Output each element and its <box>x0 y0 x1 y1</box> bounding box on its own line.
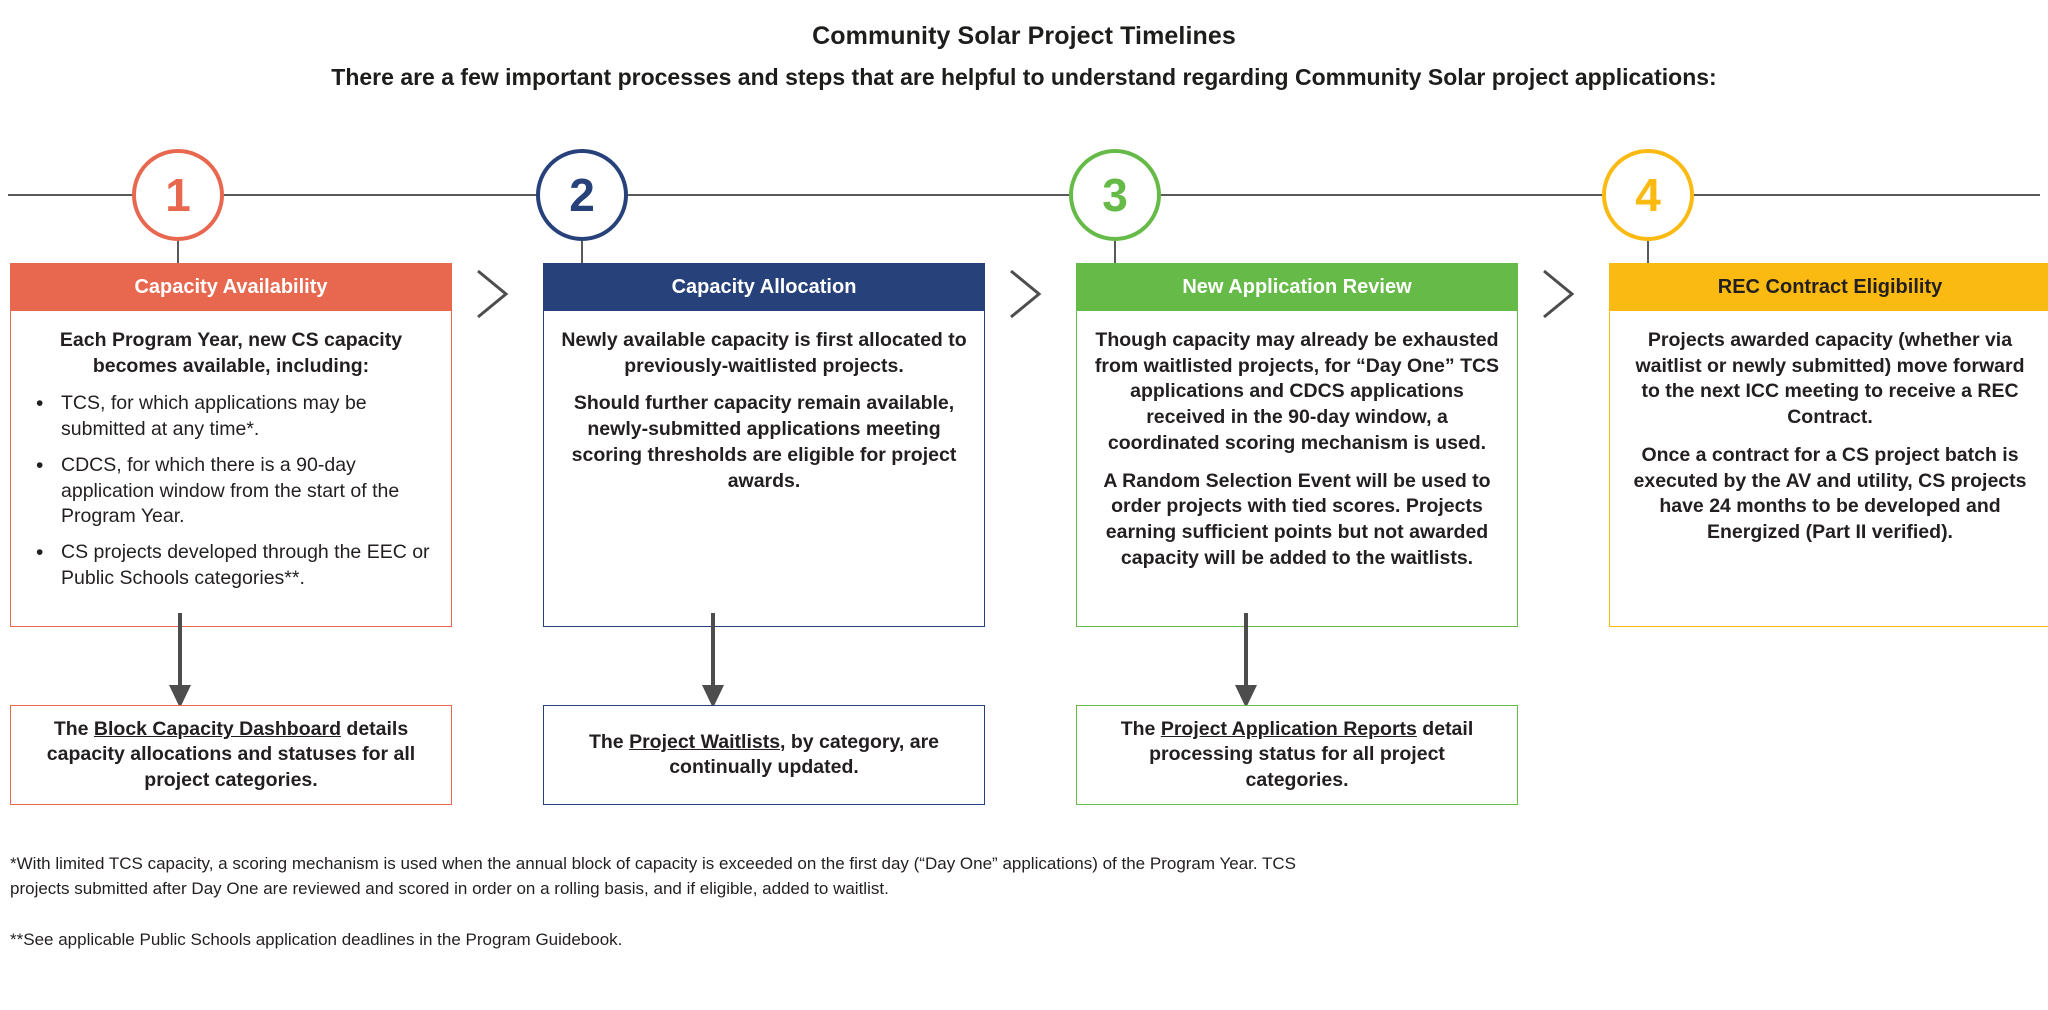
step-lead-1: Each Program Year, new CS capacity becom… <box>59 329 403 377</box>
timeline-node-1: 1 <box>132 149 224 241</box>
step-paragraph: Though capacity may already be exhausted… <box>1094 329 1500 454</box>
node-stem-2 <box>581 241 583 268</box>
step-card-header-3: New Application Review <box>1076 263 1518 311</box>
outcome-link-2[interactable]: Project Waitlists <box>629 730 781 753</box>
chevron-right-icon-1 <box>472 268 514 320</box>
node-number-3: 3 <box>1102 169 1128 221</box>
node-stem-3 <box>1114 241 1116 268</box>
timeline-node-2: 2 <box>536 149 628 241</box>
outcome-prefix-2: The <box>588 730 630 753</box>
node-number-2: 2 <box>569 169 595 221</box>
node-stem-4 <box>1647 241 1649 268</box>
flow-arrow-3 <box>1233 613 1259 709</box>
step-card-header-4: REC Contract Eligibility <box>1609 263 2048 311</box>
outcome-prefix-1: The <box>53 717 94 740</box>
flow-arrow-2 <box>700 613 726 709</box>
step-paragraph: Newly available capacity is first alloca… <box>561 329 967 377</box>
list-item: TCS, for which applications may be submi… <box>27 390 435 442</box>
step-paragraph: A Random Selection Event will be used to… <box>1103 469 1491 569</box>
list-item: CS projects developed through the EEC or… <box>27 539 435 591</box>
outcome-suffix-1: details capacity allocations and statuse… <box>46 717 416 791</box>
flow-arrow-1 <box>167 613 193 709</box>
step-paragraph: Should further capacity remain available… <box>571 392 957 492</box>
outcome-text-1: The Block Capacity Dashboard details cap… <box>29 717 433 793</box>
outcome-suffix-2: , by category, are continually updated. <box>669 730 940 778</box>
step-card-body-2: Newly available capacity is first alloca… <box>543 311 985 627</box>
step-card-header-2: Capacity Allocation <box>543 263 985 311</box>
step-card-body-3: Though capacity may already be exhausted… <box>1076 311 1518 627</box>
step-card-header-1: Capacity Availability <box>10 263 452 311</box>
outcome-box-2: The Project Waitlists, by category, are … <box>543 705 985 805</box>
page-subtitle: There are a few important processes and … <box>331 64 1717 90</box>
timeline-node-4: 4 <box>1602 149 1694 241</box>
node-number-4: 4 <box>1635 169 1661 221</box>
page-title: Community Solar Project Timelines <box>812 22 1236 50</box>
outcome-text-3: The Project Application Reports detail p… <box>1095 717 1499 793</box>
step-card-4: REC Contract Eligibility Projects awarde… <box>1609 263 2048 627</box>
footnote-1: *With limited TCS capacity, a scoring me… <box>10 854 1297 898</box>
step-card-3: New Application Review Though capacity m… <box>1076 263 1518 627</box>
step-card-body-1: Each Program Year, new CS capacity becom… <box>10 311 452 627</box>
outcome-link-3[interactable]: Project Application Reports <box>1160 717 1417 740</box>
step-paragraph: Projects awarded capacity (whether via w… <box>1635 329 2025 429</box>
node-stem-1 <box>177 241 179 268</box>
node-number-1: 1 <box>165 169 191 221</box>
timeline-axis <box>8 194 2040 196</box>
outcome-box-1: The Block Capacity Dashboard details cap… <box>10 705 452 805</box>
outcome-link-1[interactable]: Block Capacity Dashboard <box>93 717 341 740</box>
chevron-right-icon-2 <box>1005 268 1047 320</box>
step-card-2: Capacity Allocation Newly available capa… <box>543 263 985 627</box>
chevron-right-icon-3 <box>1538 268 1580 320</box>
step-card-1: Capacity Availability Each Program Year,… <box>10 263 452 627</box>
step-bullets-1: TCS, for which applications may be submi… <box>27 390 435 591</box>
step-paragraph: Once a contract for a CS project batch i… <box>1633 443 2027 544</box>
timeline-node-3: 3 <box>1069 149 1161 241</box>
list-item: CDCS, for which there is a 90-day applic… <box>27 452 435 529</box>
footnote-2: **See applicable Public Schools applicat… <box>10 930 623 949</box>
outcome-prefix-3: The <box>1120 717 1161 740</box>
outcome-box-3: The Project Application Reports detail p… <box>1076 705 1518 805</box>
outcome-text-2: The Project Waitlists, by category, are … <box>562 730 966 781</box>
outcome-suffix-3: detail processing status for all project… <box>1149 717 1474 791</box>
step-card-body-4: Projects awarded capacity (whether via w… <box>1609 311 2048 627</box>
